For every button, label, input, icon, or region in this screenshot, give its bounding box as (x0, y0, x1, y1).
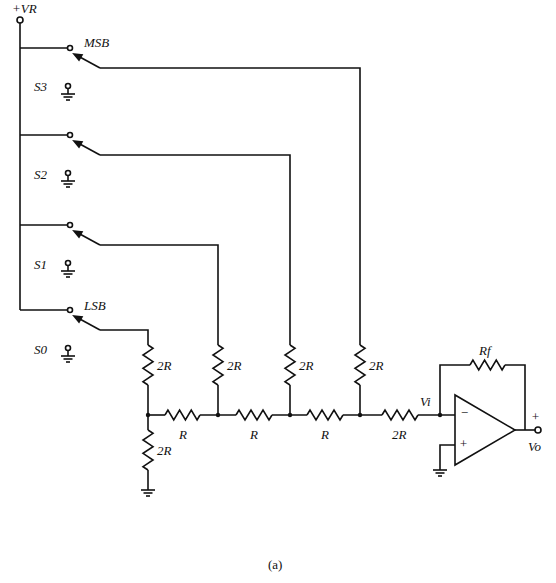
ground-symbol (61, 180, 75, 182)
switch-contact (68, 133, 73, 138)
resistor-value: Rf (479, 344, 491, 357)
switch-contact (66, 171, 71, 176)
resistor-symbol (355, 345, 365, 385)
ground-symbol (61, 93, 75, 95)
switch-contact (66, 261, 71, 266)
pin-sign: − (460, 406, 469, 419)
ground-symbol (66, 276, 70, 278)
switch-contact (68, 46, 73, 51)
resistor-symbol (285, 345, 295, 385)
resistor-value: 2R (369, 359, 383, 372)
switch-arm (78, 143, 100, 155)
ground-symbol (66, 361, 70, 363)
reference-voltage: +VR (12, 2, 37, 15)
junction-dots (146, 413, 442, 417)
switch-arrow (74, 54, 82, 60)
resistor-value: 2R (392, 428, 406, 441)
resistor-value: 2R (157, 444, 171, 457)
switch-arrow (74, 231, 82, 237)
switch-name: S2 (34, 168, 47, 181)
ground-symbol (438, 475, 442, 477)
ground-symbol (61, 270, 75, 272)
switch-name: S3 (34, 80, 47, 93)
resistor-value: R (179, 428, 187, 441)
resistor-symbol (382, 410, 418, 420)
resistor-symbol (143, 430, 153, 470)
resistor-value: R (321, 428, 329, 441)
switch-arm (78, 318, 100, 330)
switch-arm (78, 233, 100, 245)
ground-symbol (436, 472, 445, 474)
resistor-value: 2R (157, 359, 171, 372)
ground-symbol (433, 469, 447, 471)
output-polarity: + (531, 410, 540, 423)
switch-contact (66, 84, 71, 89)
resistor-symbol (307, 410, 343, 420)
ground-symbol (64, 183, 73, 185)
switch-contact (68, 308, 73, 313)
ground-symbol (144, 492, 153, 494)
ground-symbol (66, 186, 70, 188)
switch-contact (66, 346, 71, 351)
switch-contact (68, 223, 73, 228)
switch-arrow (74, 316, 82, 322)
resistor-symbol (213, 345, 223, 385)
ground-symbol (141, 489, 155, 491)
switch-arrow (74, 141, 82, 147)
resistor-symbol (470, 360, 505, 370)
wires (17, 17, 541, 490)
figure-label: (a) (268, 558, 282, 571)
resistor-value: R (250, 428, 258, 441)
ground-symbol (61, 355, 75, 357)
node-voltage: Vi (420, 395, 431, 408)
ground-symbol (66, 99, 70, 101)
msb-label: MSB (84, 36, 109, 49)
switch-name: S1 (34, 258, 47, 271)
resistor-value: 2R (227, 359, 241, 372)
ground-symbol (64, 96, 73, 98)
pin-sign: + (459, 437, 468, 450)
ground-symbol (64, 273, 73, 275)
ground-symbol (64, 358, 73, 360)
switch-arm (78, 56, 100, 68)
output-voltage: Vo (528, 440, 541, 453)
resistor-symbol (165, 410, 200, 420)
switch-name: S0 (34, 343, 47, 356)
resistor-symbol (236, 410, 272, 420)
lsb-label: LSB (84, 299, 106, 312)
resistors-switches-grounds (61, 46, 505, 497)
resistor-value: 2R (299, 359, 313, 372)
resistor-symbol (143, 345, 153, 385)
ground-symbol (146, 495, 150, 497)
